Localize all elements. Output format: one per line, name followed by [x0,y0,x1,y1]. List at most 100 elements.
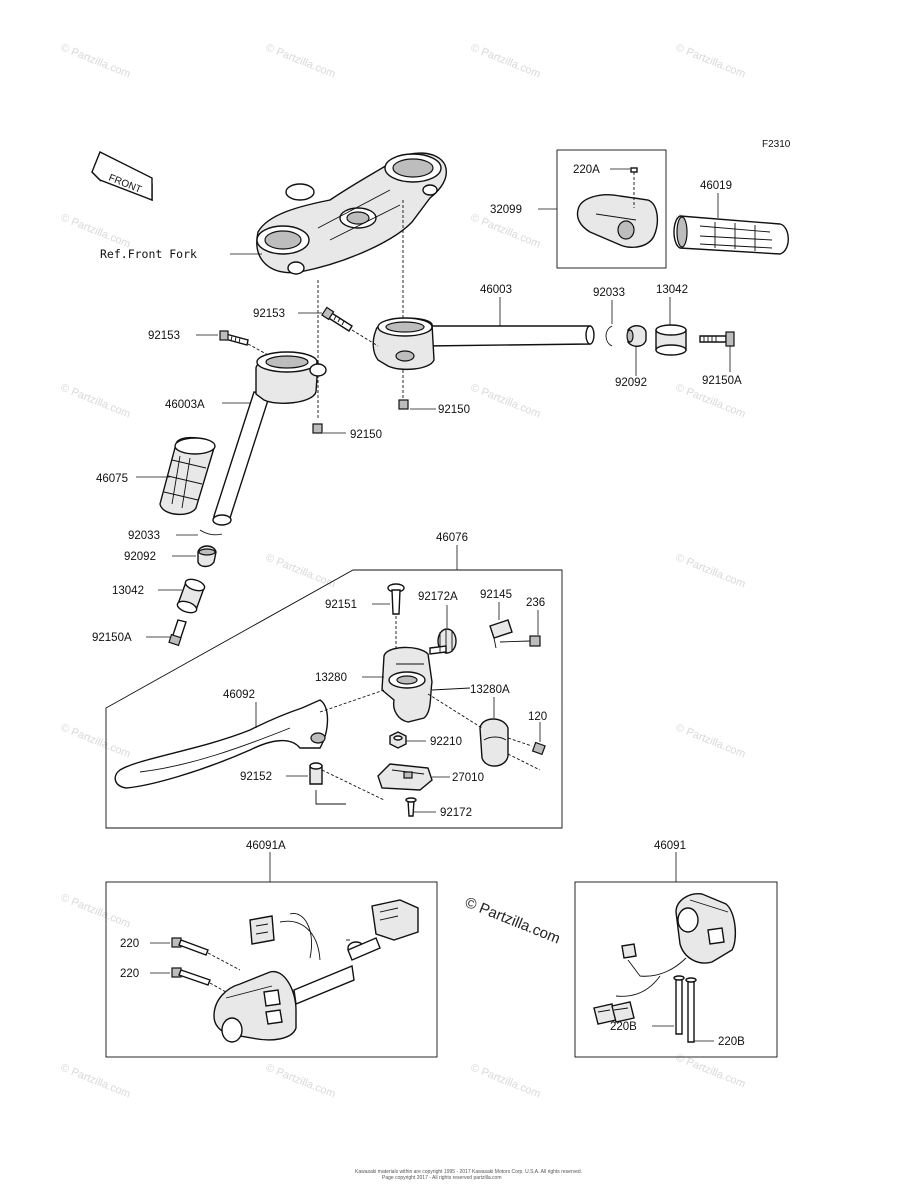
damper-92092-left [197,545,217,568]
front-arrow-icon: FRONT [91,151,153,202]
watermark: © Partzilla.com [59,1062,132,1101]
label-220-upper: 220 [120,938,139,950]
label-92150A-right: 92150A [702,375,742,387]
label-13042-left: 13042 [112,585,144,597]
upper-triple-clamp [256,152,447,275]
label-92172A: 92172A [418,591,458,603]
label-220B-left: 220B [610,1021,637,1033]
screw-220A [630,167,638,208]
watermark: © Partzilla.com [59,42,132,81]
watermark: © Partzilla.com [59,212,132,251]
screw-220B-right [685,977,697,1043]
bolt-120 [507,737,546,771]
label-92150-right: 92150 [438,404,470,416]
left-handlebar [212,351,327,526]
bolt-92153-upper [321,306,353,332]
bolt-92150A-left [168,619,187,647]
pivot-bolt-92151 [387,583,405,650]
label-92172: 92172 [440,807,472,819]
footer-page-copyright: Page copyright 2017 - All rights reserve… [382,1175,502,1181]
label-46076: 46076 [436,532,468,544]
watermark: © Partzilla.com [674,552,747,591]
lever-holder-13280 [381,646,471,723]
watermark: © Partzilla.com [469,1062,542,1101]
watermark: © Partzilla.com [674,722,747,761]
footer-copyright: Kawasaki materials within are copyright … [355,1169,582,1175]
label-92033-left: 92033 [128,530,160,542]
label-46091A: 46091A [246,840,286,852]
label-13280: 13280 [315,672,347,684]
label-46003A: 46003A [165,399,205,411]
watermark: © Partzilla.com [674,42,747,81]
label-13042-right: 13042 [656,284,688,296]
left-grip [159,437,216,515]
left-handlebar-switch [213,899,419,1043]
clutch-lever-46092 [114,699,329,789]
label-92150-left: 92150 [350,429,382,441]
watermark: © Partzilla.com [674,1052,747,1091]
label-32099: 32099 [490,204,522,216]
watermark: © Partzilla.com [674,382,747,421]
watermark: © Partzilla.com [59,722,132,761]
clutch-switch-27010 [377,763,433,791]
clamp-13280A [427,693,509,767]
throttle-grip [673,215,789,255]
label-120: 120 [528,711,547,723]
bolt-92153-lower [219,330,249,346]
watermark: © Partzilla.com [59,382,132,421]
label-220A: 220A [573,164,600,176]
screw-220-upper [171,937,241,971]
screw-220B-left [673,975,685,1035]
bolt-92150A-right [699,331,735,347]
watermark: © Partzilla.com [469,382,542,421]
label-46092: 46092 [223,689,255,701]
clutch-assembly-box [105,569,563,829]
label-ref-front-fork: Ref.Front Fork [100,247,197,261]
watermark: © Partzilla.com [469,212,542,251]
throttle-housing [576,194,659,248]
label-46003: 46003 [480,284,512,296]
circlip-92033-right [605,325,613,347]
adjuster-92172A [429,628,457,655]
nut-92210 [389,731,407,749]
spring-92145 [489,619,513,649]
label-92150A-left: 92150A [92,632,132,644]
label-92092-left: 92092 [124,551,156,563]
label-27010: 27010 [452,772,484,784]
bar-end-weight-13042-left [176,578,206,614]
screw-220-lower [171,967,227,993]
label-13280A: 13280A [470,684,510,696]
right-handlebar [372,317,595,371]
bar-end-weight-13042-right [655,324,687,356]
label-92153-upper: 92153 [253,308,285,320]
label-92153-lower: 92153 [148,330,180,342]
label-92092-right: 92092 [615,377,647,389]
damper-92092-right [626,325,647,347]
label-92210: 92210 [430,736,462,748]
label-92033-right: 92033 [593,287,625,299]
label-92151: 92151 [325,599,357,611]
partzilla-copyright-mark: © Partzilla.com [463,894,563,948]
collar-92152 [309,762,346,805]
label-220B-right: 220B [718,1036,745,1048]
bolt-92150-right [398,370,409,410]
label-92152: 92152 [240,771,272,783]
watermark: © Partzilla.com [59,892,132,931]
left-switch-box [105,881,438,1058]
label-46091: 46091 [654,840,686,852]
label-236: 236 [526,597,545,609]
circlip-92033-left [199,529,223,536]
right-handlebar-switch [593,893,737,1025]
watermark: © Partzilla.com [264,42,337,81]
label-46075: 46075 [96,473,128,485]
label-92145: 92145 [480,589,512,601]
watermark: © Partzilla.com [469,42,542,81]
label-220-lower: 220 [120,968,139,980]
screw-92172 [405,797,417,817]
watermark: © Partzilla.com [264,1062,337,1101]
bolt-92150-left [312,423,323,434]
figure-code: F2310 [762,139,791,150]
label-46019: 46019 [700,180,732,192]
screw-236 [499,635,541,647]
